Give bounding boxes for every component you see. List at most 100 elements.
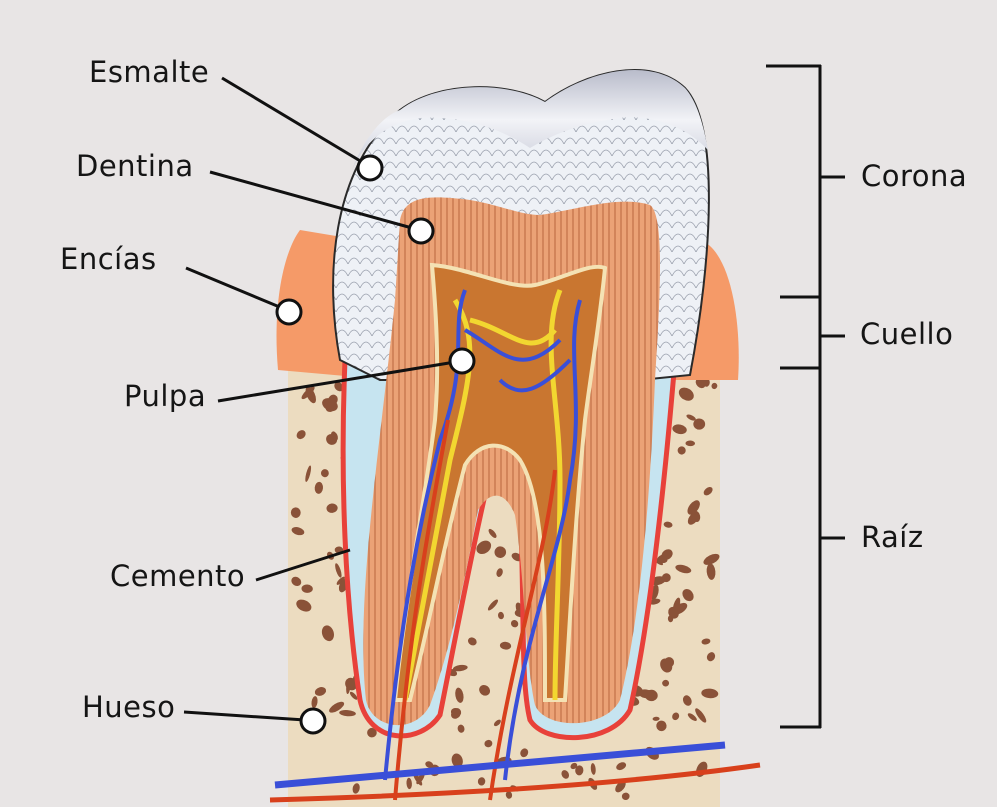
bone-pore [616, 762, 627, 771]
bone-pore [685, 440, 696, 447]
bone-pore [477, 777, 486, 786]
bone-pore [497, 611, 504, 620]
bone-pore [656, 720, 667, 732]
bone-pore [487, 599, 499, 611]
artery-base [269, 762, 761, 803]
bone-pore [701, 638, 711, 645]
bone-pore [494, 546, 507, 558]
bone-pore [703, 553, 720, 565]
label-corona: Corona [861, 159, 968, 193]
bone-pore [367, 727, 377, 738]
marker-encias [275, 298, 303, 326]
label-esmalte: Esmalte [89, 55, 210, 89]
blood-vessel-base [274, 741, 726, 789]
bone-pore [488, 528, 497, 538]
bone-pore [496, 568, 503, 577]
bone-pore [615, 780, 626, 793]
bone-pore [335, 563, 342, 578]
bone-pore [706, 652, 716, 662]
bone-pore [510, 620, 519, 628]
bone-pore [290, 507, 301, 518]
label-encias: Encías [60, 242, 157, 276]
marker-esmalte [356, 154, 384, 182]
bone-pore [314, 687, 327, 696]
bone-pore [352, 783, 360, 794]
bone-pore [590, 763, 596, 775]
bone-pore [301, 584, 313, 593]
bone-pore [452, 664, 468, 672]
bone-pore [499, 641, 512, 650]
bone-pore [305, 465, 312, 482]
bone-pore [451, 708, 462, 719]
bone-pore [701, 688, 719, 699]
bone-pore [334, 382, 344, 392]
region-bracket [766, 64, 845, 729]
bone-pore [660, 658, 673, 673]
bone-pore [570, 762, 578, 770]
bone-pore [345, 677, 358, 691]
bone-pore [682, 588, 694, 602]
bone-pore [675, 564, 692, 574]
label-raiz: Raíz [861, 520, 924, 554]
bone-pore [687, 713, 697, 721]
bone-pore [336, 576, 346, 585]
bone-pore [329, 701, 345, 713]
bone-pore [687, 500, 700, 515]
bone-pore [621, 792, 630, 801]
bone-pore [686, 414, 696, 421]
label-pulpa: Pulpa [124, 379, 207, 413]
bone-pore [672, 712, 680, 721]
marker-hueso [299, 707, 327, 735]
bone-pore [711, 382, 718, 390]
bone-pore [693, 418, 706, 430]
bone-pore [406, 777, 412, 790]
bone-pore [305, 386, 316, 404]
vein [383, 289, 582, 781]
label-hueso: Hueso [82, 690, 176, 724]
bone-pore [520, 748, 529, 758]
bone-pore [291, 576, 302, 587]
bone-pore [575, 765, 584, 776]
bone-pore [687, 512, 699, 525]
bone-pore [321, 625, 334, 642]
leader-lines [183, 76, 456, 722]
bone-pore [505, 791, 513, 799]
bone-pore [677, 446, 686, 455]
bone-pore [296, 430, 306, 440]
marker-dentina [407, 217, 435, 245]
bone-pore [678, 387, 694, 401]
enamel-occlusal [352, 70, 708, 170]
bone-pore [695, 708, 707, 723]
bone-pore [484, 739, 493, 748]
bone-pore [457, 724, 465, 733]
bone-pore [314, 481, 323, 494]
bone-pore [695, 378, 706, 389]
bone-pore [493, 719, 501, 727]
bone-pore [311, 696, 318, 708]
bone-pore [455, 687, 464, 703]
bone-pore [479, 685, 491, 696]
bone-pore [652, 716, 660, 721]
bone-pore [451, 753, 463, 768]
bone-pore [467, 637, 477, 646]
bone-pore [663, 521, 673, 528]
bone-pore [706, 563, 716, 580]
bone-pore [703, 486, 713, 496]
bone-pore [291, 527, 305, 536]
bone-pore [682, 695, 692, 706]
artery [393, 419, 557, 801]
label-cuello: Cuello [860, 317, 954, 351]
bone-pore [561, 770, 570, 779]
bone-pore [339, 710, 356, 717]
nerve [402, 289, 563, 701]
bone-pore [296, 599, 312, 612]
marker-pulpa [448, 347, 476, 375]
bone-pore [331, 431, 338, 441]
bone-pore [476, 540, 492, 554]
bone-pore [672, 424, 687, 435]
bone-pore [326, 503, 338, 513]
bone-pore [322, 398, 338, 412]
label-dentina: Dentina [76, 149, 194, 183]
bone-pore [320, 469, 329, 478]
